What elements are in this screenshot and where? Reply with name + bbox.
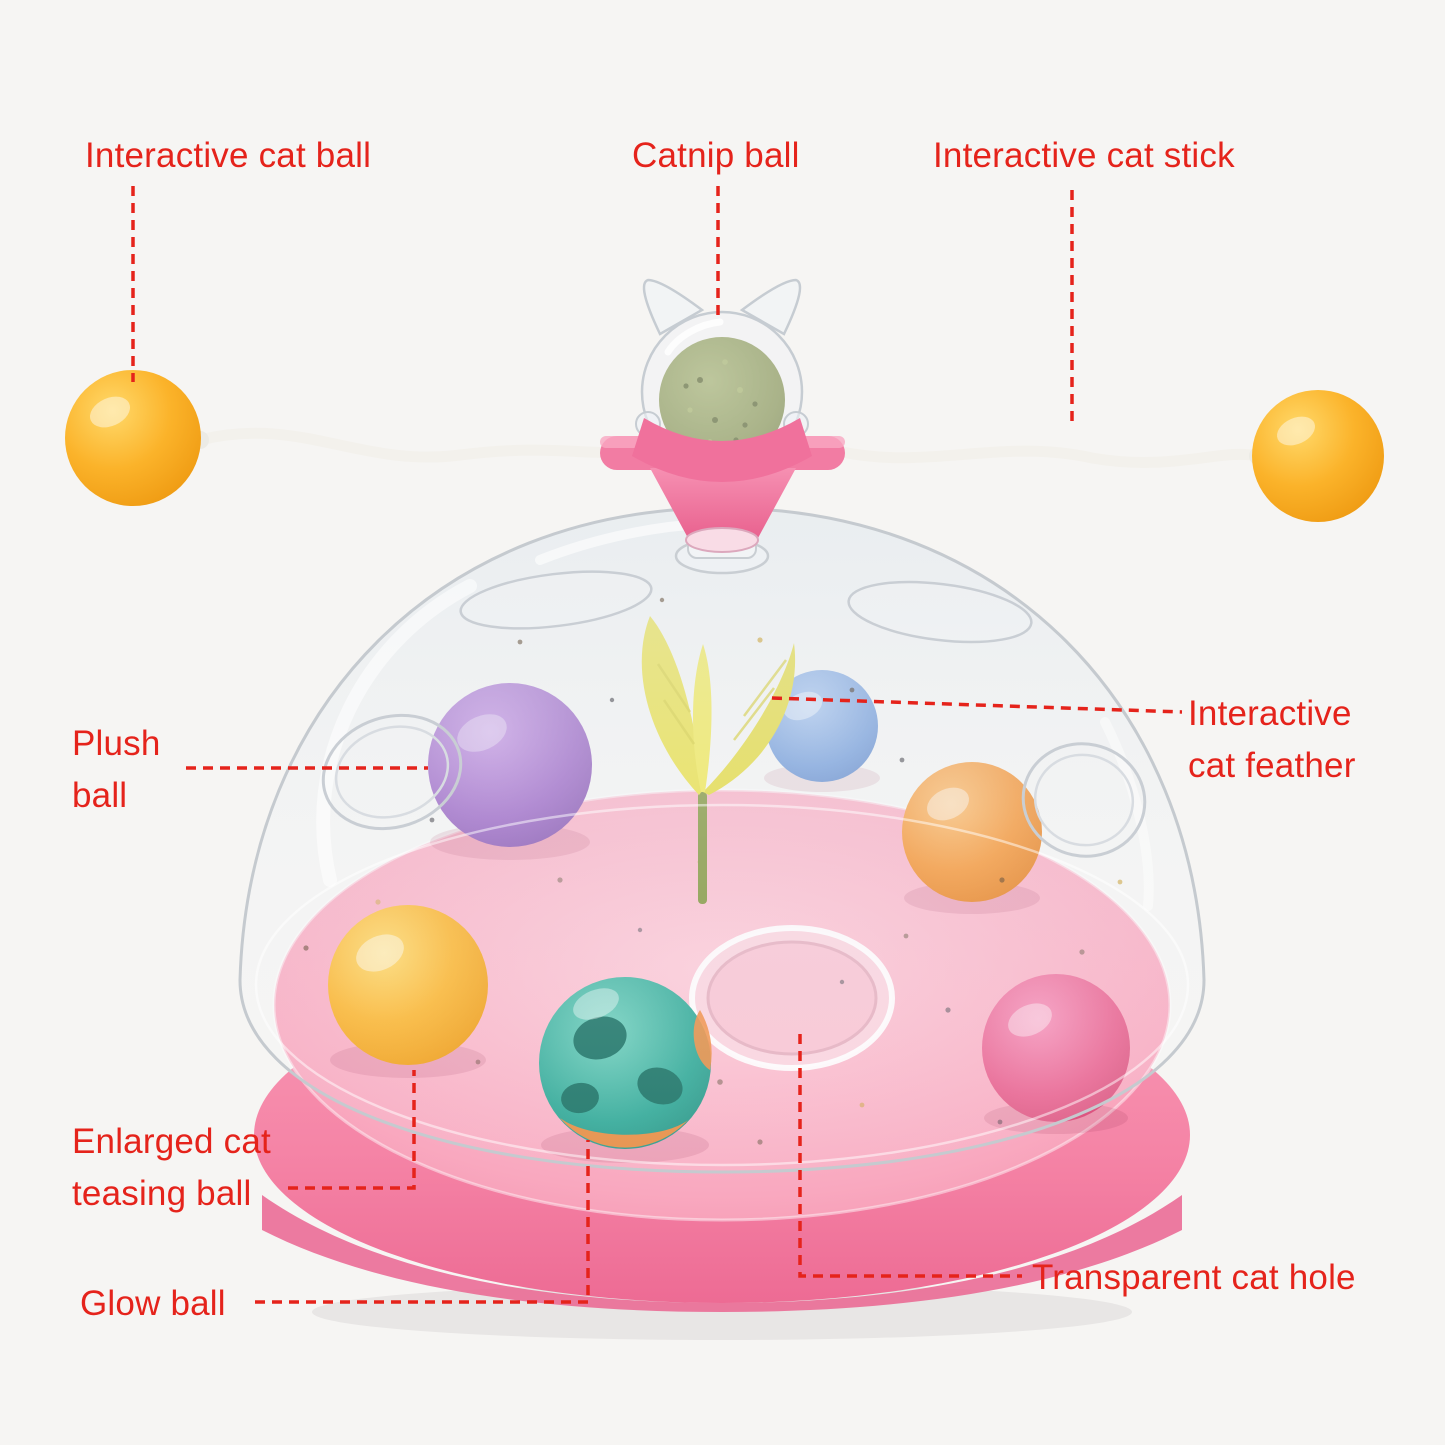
label-glow-ball: Glow ball	[80, 1284, 226, 1323]
label-cat-feather-line2: cat feather	[1188, 746, 1356, 785]
label-plush-ball-line2: ball	[72, 776, 128, 815]
leader-transparent-cat-hole	[798, 1034, 1022, 1278]
label-transparent-cat-hole: Transparent cat hole	[1032, 1258, 1356, 1297]
label-interactive-cat-stick: Interactive cat stick	[933, 136, 1235, 175]
interactive-cat-ball-left-graphic	[65, 370, 201, 506]
leader-glow-ball	[255, 1140, 590, 1304]
label-plush-ball-line1: Plush	[72, 724, 161, 763]
leader-enlarged-teasing-ball	[288, 1070, 416, 1190]
catnip-ball-graphic	[659, 337, 785, 463]
label-cat-feather-line1: Interactive	[1188, 694, 1352, 733]
cat-head-glass-cover	[632, 278, 812, 482]
label-catnip-ball: Catnip ball	[632, 136, 800, 175]
label-plush-ball: Plush ball	[72, 718, 161, 822]
leader-cat-feather	[771, 696, 1183, 714]
label-interactive-cat-ball: Interactive cat ball	[85, 136, 372, 175]
label-teasing-ball-line1: Enlarged cat	[72, 1122, 271, 1161]
label-teasing-ball-line2: teasing ball	[72, 1174, 252, 1213]
interactive-cat-ball-right-graphic	[1252, 390, 1384, 522]
label-interactive-cat-feather: Interactive cat feather	[1188, 688, 1356, 792]
label-enlarged-cat-teasing-ball: Enlarged cat teasing ball	[72, 1116, 271, 1220]
